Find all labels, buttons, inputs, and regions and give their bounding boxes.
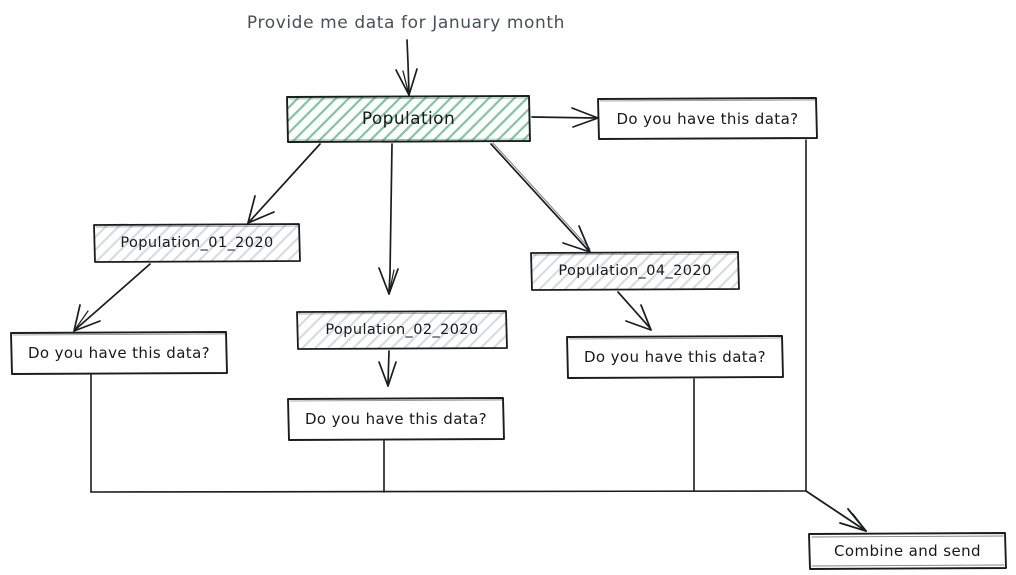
- node-population-02[interactable]: [296, 310, 508, 350]
- edge-pop04-to-qright: [617, 291, 652, 331]
- node-question-top[interactable]: [597, 97, 818, 140]
- node-combine-and-send[interactable]: [808, 532, 1007, 570]
- node-question-left[interactable]: [10, 331, 228, 375]
- edge-title-to-population: [395, 39, 418, 96]
- edge-questions-to-combine: [90, 139, 867, 532]
- edge-population-to-pop04: [490, 142, 591, 253]
- node-population[interactable]: [286, 95, 531, 143]
- edge-population-to-pop01: [247, 143, 321, 224]
- edge-pop01-to-qleft: [73, 263, 151, 332]
- node-question-right[interactable]: [566, 335, 784, 379]
- node-population-01[interactable]: [93, 223, 301, 263]
- node-population-04[interactable]: [530, 251, 740, 291]
- node-question-middle[interactable]: [287, 397, 505, 441]
- edge-population-to-qtop: [531, 107, 599, 128]
- edge-pop02-to-qmid: [378, 350, 397, 387]
- edge-population-to-pop02: [378, 143, 399, 295]
